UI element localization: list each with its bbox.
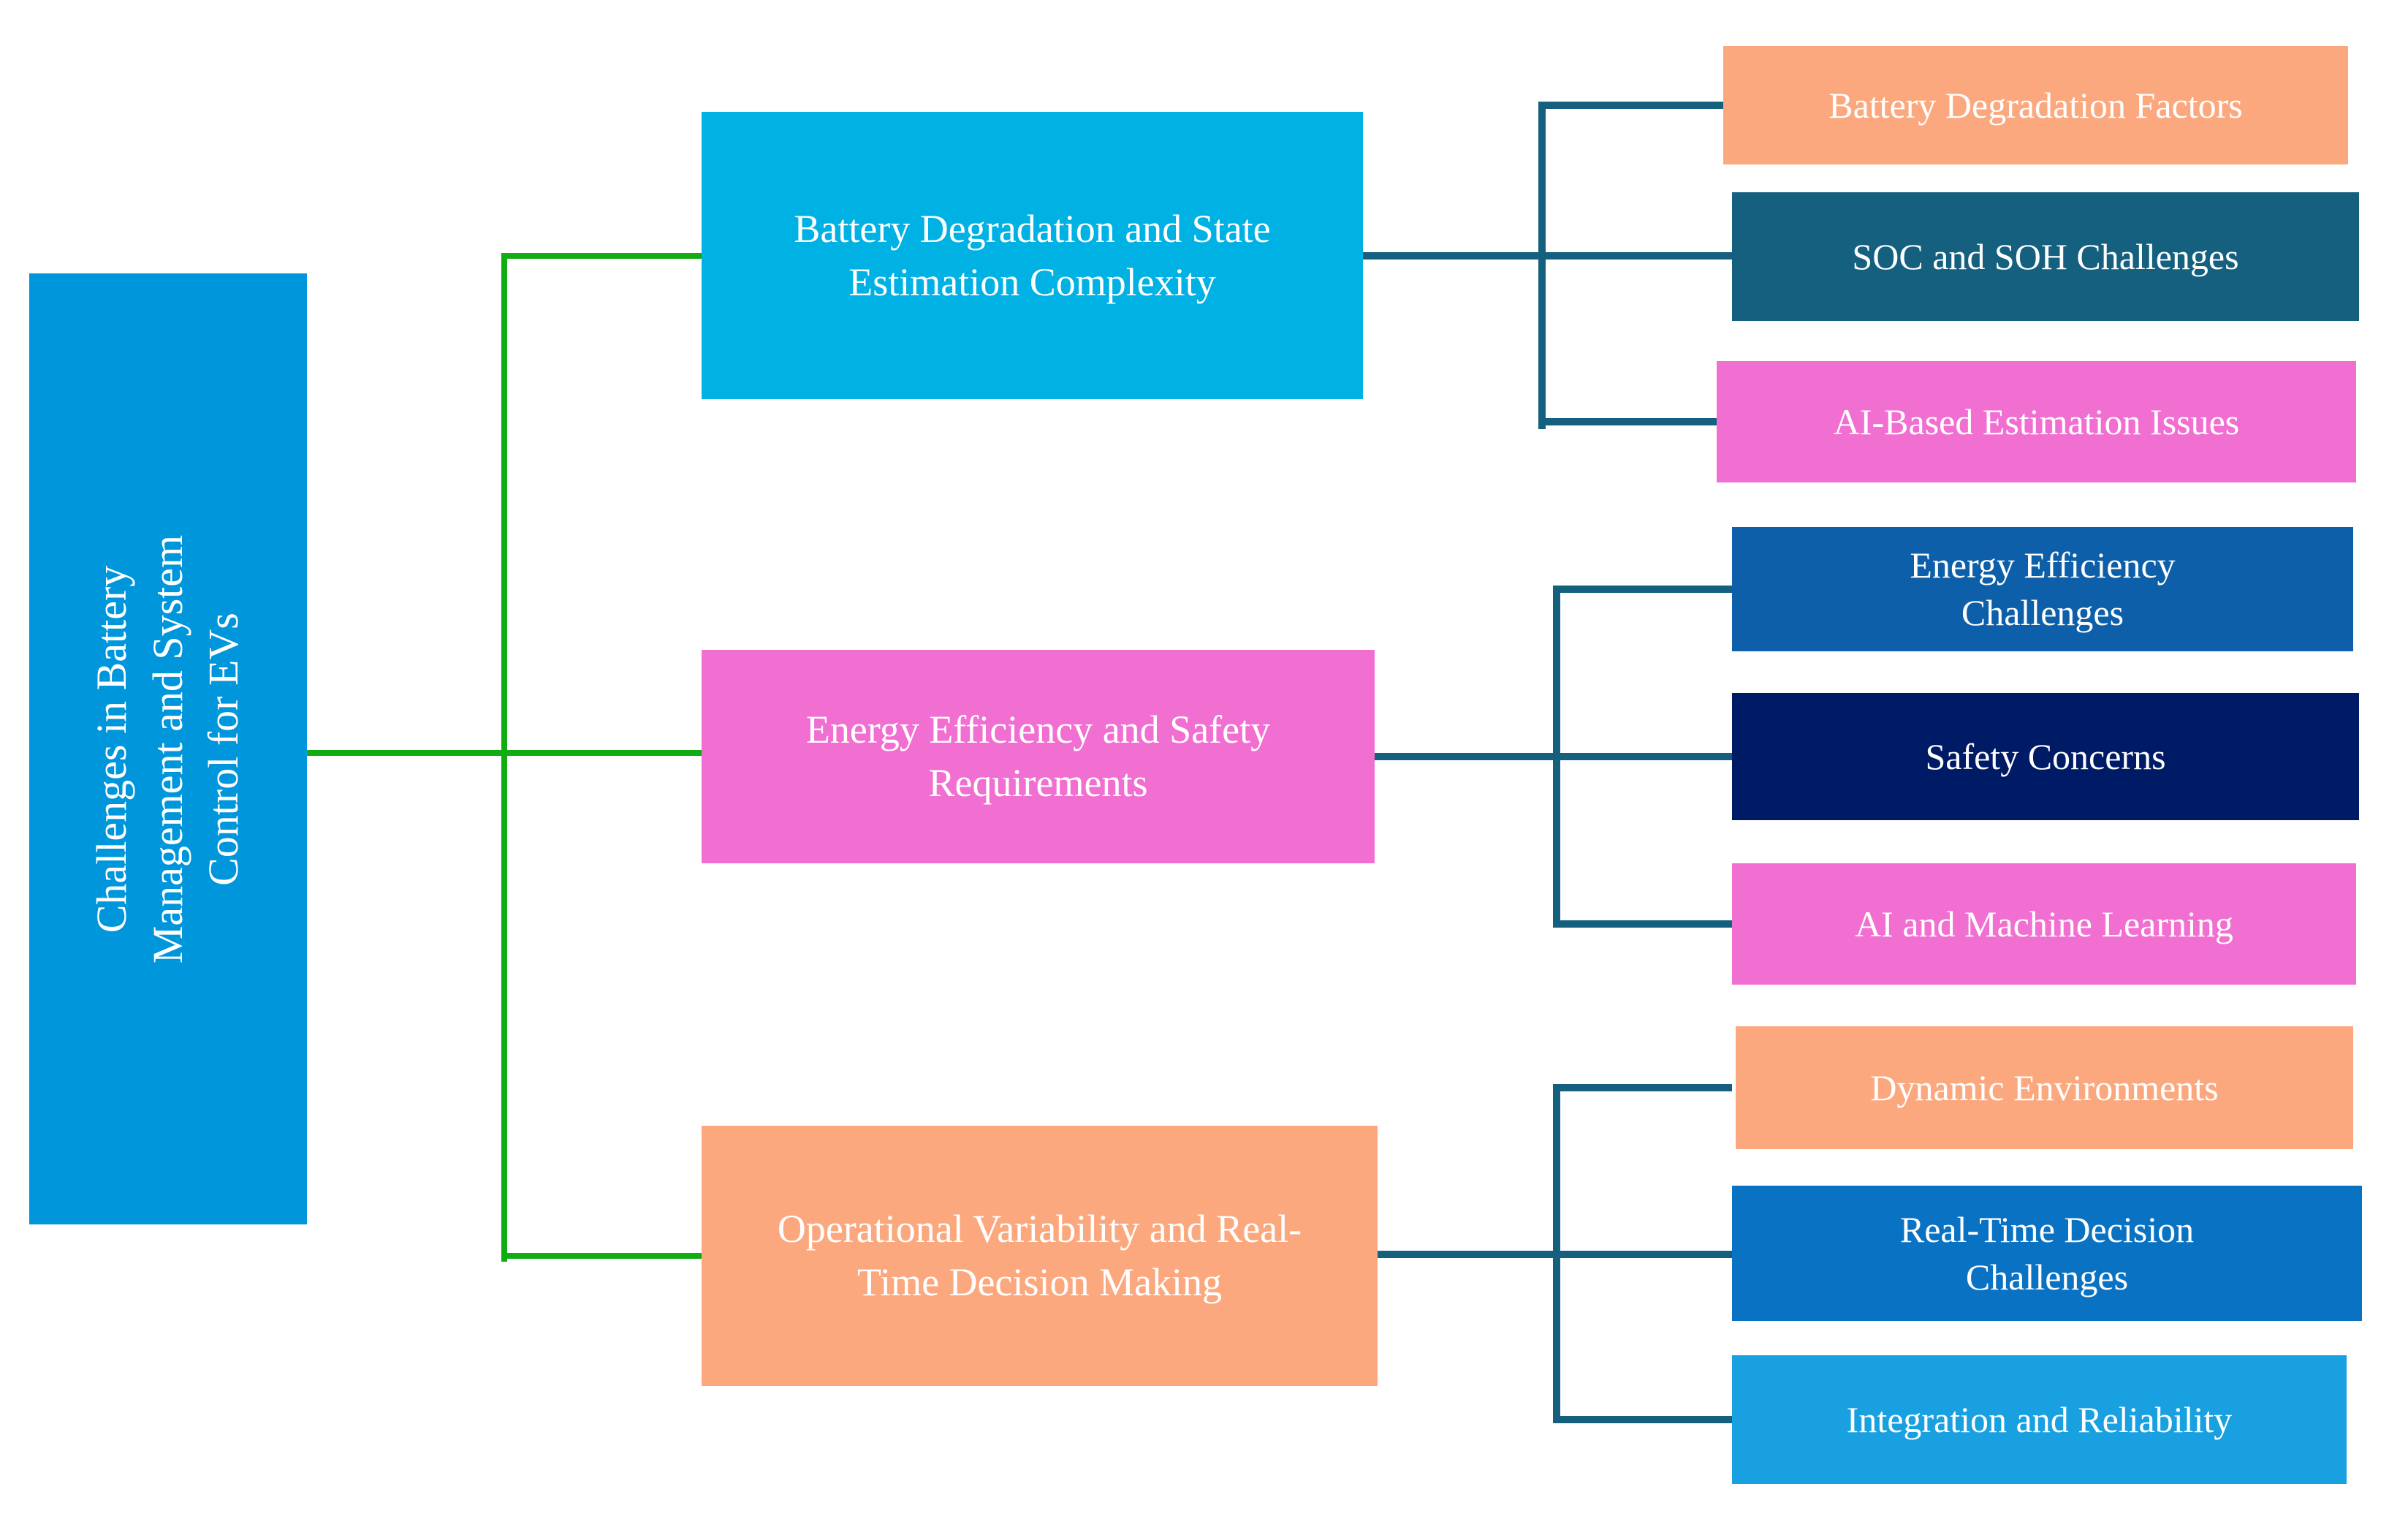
leaf-label: Integration and Reliability [1846, 1398, 2233, 1440]
leaf-label: SOC and SOH Challenges [1852, 235, 2239, 277]
leaf-label: Safety Concerns [1925, 735, 2166, 777]
leaf-label: Real-Time Decision Challenges [1899, 1208, 2195, 1298]
connector-green-spine [501, 253, 507, 1262]
root-node-challenges: Challenges in Battery Management and Sys… [29, 273, 307, 1224]
leaf-node-battery-degradation-factors: Battery Degradation Factors [1723, 46, 2348, 164]
leaf-node-integration-and-reliability: Integration and Reliability [1732, 1355, 2347, 1484]
connector-branch1-spine [1538, 102, 1546, 429]
connector-branch2-to-leaf4 [1553, 586, 1732, 593]
root-node-rotated-text: Challenges in Battery Management and Sys… [29, 273, 307, 1224]
connector-branch1-to-leaf2 [1363, 252, 1732, 260]
leaf-node-energy-efficiency-challenges: Energy Efficiency Challenges [1732, 527, 2353, 651]
leaf-node-safety-concerns: Safety Concerns [1732, 693, 2359, 820]
connector-branch2-to-leaf6 [1553, 920, 1732, 928]
leaf-label: Energy Efficiency Challenges [1910, 545, 2176, 633]
leaf-label: Battery Degradation Factors [1828, 84, 2243, 126]
leaf-node-real-time-decision-challenges: Real-Time Decision Challenges [1732, 1186, 2362, 1321]
leaf-label: AI-Based Estimation Issues [1833, 401, 2240, 442]
leaf-node-ai-and-machine-learning: AI and Machine Learning [1732, 863, 2356, 985]
connector-branch3-to-leaf7 [1553, 1084, 1732, 1091]
root-node-label: Challenges in Battery Management and Sys… [88, 534, 248, 963]
leaf-node-dynamic-environments: Dynamic Environments [1736, 1026, 2353, 1149]
branch-label: Operational Variability and Real-Time De… [777, 1207, 1302, 1304]
connector-spine-to-branch-3 [501, 1253, 702, 1259]
branch-node-operational-variability: Operational Variability and Real-Time De… [702, 1126, 1378, 1386]
leaf-node-soc-and-soh-challenges: SOC and SOH Challenges [1732, 192, 2359, 321]
connector-spine-to-branch-1 [501, 253, 702, 259]
connector-branch2-spine [1553, 586, 1560, 928]
branch-node-energy-efficiency: Energy Efficiency and Safety Requirement… [702, 650, 1375, 863]
connector-branch3-to-leaf9 [1553, 1416, 1732, 1423]
connector-branch1-to-leaf3 [1538, 418, 1723, 425]
leaf-label: AI and Machine Learning [1855, 903, 2233, 944]
leaf-label: Dynamic Environments [1870, 1067, 2219, 1108]
connector-branch1-to-leaf1 [1538, 102, 1723, 109]
leaf-node-ai-based-estimation-issues: AI-Based Estimation Issues [1717, 361, 2356, 482]
branch-label: Energy Efficiency and Safety Requirement… [805, 708, 1271, 805]
branch-node-battery-degradation: Battery Degradation and State Estimation… [702, 112, 1363, 399]
branch-label: Battery Degradation and State Estimation… [794, 206, 1271, 304]
connector-branch3-spine [1553, 1084, 1560, 1423]
